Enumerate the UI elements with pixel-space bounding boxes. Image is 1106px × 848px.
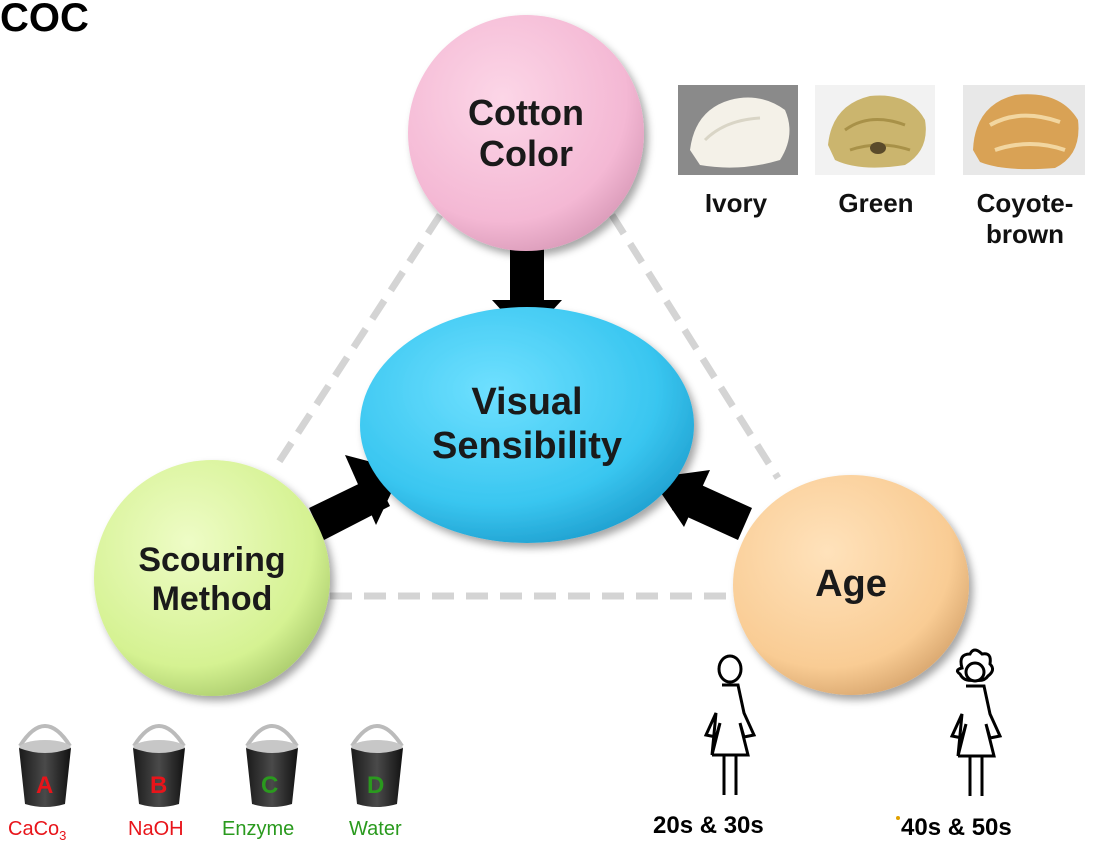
bucket-icon: [245, 724, 299, 807]
cotton-color-node: [408, 15, 644, 251]
bucket-letter-a: A: [36, 772, 54, 799]
bucket-icon: [18, 724, 72, 807]
coyote-brown-label: Coyote- brown: [976, 188, 1074, 250]
center-node: [360, 307, 694, 543]
bucket-letter-c: C: [261, 772, 279, 799]
green-label: Green: [838, 188, 914, 218]
coyote-brown-cotton-photo: [963, 85, 1085, 175]
cotton-color-label: Cotton Color: [420, 78, 632, 188]
age-node: [733, 475, 969, 695]
bucket-label-enzyme: Enzyme: [222, 818, 295, 840]
age-label: Age: [760, 555, 942, 615]
bullet-dot: [896, 816, 900, 820]
bucket-icon: [132, 724, 186, 807]
bucket-label-water: Water: [349, 818, 402, 840]
woman-icon: [703, 654, 757, 795]
age-group-label-20s-30s: 20s & 30s: [653, 812, 764, 839]
bucket-icon: [350, 724, 404, 807]
scouring-method-label: Scouring Method: [100, 525, 324, 635]
bucket-label-caco3: CaCo3: [8, 818, 67, 843]
scouring-method-node: [94, 460, 330, 696]
age-group-label-40s-50s: 40s & 50s: [901, 814, 1012, 841]
bucket-letter-d: D: [367, 772, 385, 799]
bucket-letter-b: B: [150, 772, 168, 799]
bucket-label-naoh: NaOH: [128, 818, 184, 840]
center-node-label: Visual Sensibility: [380, 370, 674, 480]
scouring-method-text: Scouring Method: [138, 540, 286, 618]
woman-curly-hair-icon: [949, 648, 1003, 796]
dashed-triangle: [272, 213, 781, 600]
center-node-text: Visual Sensibility: [431, 381, 623, 467]
age-text: Age: [815, 563, 887, 606]
ivory-label: Ivory: [704, 188, 768, 218]
page-title: COC: [0, 0, 89, 40]
ivory-cotton-photo: [678, 85, 798, 175]
green-cotton-photo: [815, 85, 935, 175]
cotton-color-text: Cotton Color: [468, 91, 584, 174]
